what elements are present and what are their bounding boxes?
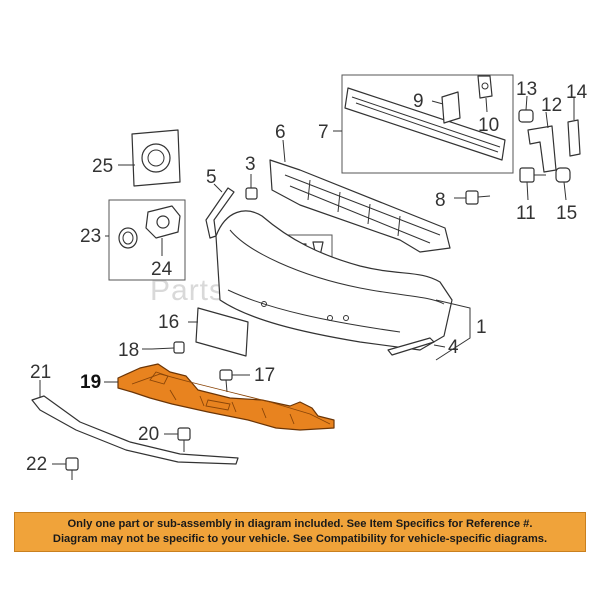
screw-18-head xyxy=(173,341,185,354)
bracket-12-shape xyxy=(527,125,557,173)
sensor-kit-frame xyxy=(108,199,186,281)
lower-strip-shape xyxy=(31,395,239,465)
leader-1 xyxy=(435,299,471,361)
reinforcement-assembly xyxy=(333,74,514,174)
callout-8: 8 xyxy=(435,190,446,211)
sensor-bezel-25 xyxy=(118,129,181,187)
callout-9: 9 xyxy=(413,91,424,112)
sensor-24-face xyxy=(156,215,170,229)
hardware-cluster xyxy=(518,95,581,201)
leader-6 xyxy=(282,139,286,163)
callout-20: 20 xyxy=(138,424,159,445)
molding-4 xyxy=(387,337,446,356)
callout-22: 22 xyxy=(26,454,47,475)
callout-18: 18 xyxy=(118,340,139,361)
bolt-8-head xyxy=(465,190,479,205)
screw-18 xyxy=(142,341,185,354)
callout-13: 13 xyxy=(516,79,537,100)
callout-17: 17 xyxy=(254,365,275,386)
clip-3-group xyxy=(245,174,258,200)
bracket-10-hole xyxy=(481,82,489,90)
bracket-10-shape xyxy=(477,75,493,99)
plate-bracket-shape xyxy=(195,307,249,357)
disclaimer-line-2: Diagram may not be specific to your vehi… xyxy=(52,533,548,545)
callout-1: 1 xyxy=(476,317,487,338)
callout-11: 11 xyxy=(516,203,536,224)
bolt-8-shank xyxy=(477,195,491,198)
leader-11 xyxy=(526,181,529,201)
impact-bar-ribs xyxy=(351,96,501,153)
callout-3: 3 xyxy=(245,154,256,175)
callout-7: 7 xyxy=(318,122,329,143)
sensor-kit-23 xyxy=(105,199,186,281)
bumper-cover-lower-line xyxy=(227,289,401,333)
callout-10: 10 xyxy=(478,115,499,136)
nut-15-shape xyxy=(555,167,571,183)
plate-bracket-16 xyxy=(188,307,249,357)
bumper-cover-shape xyxy=(215,210,453,351)
callout-16: 16 xyxy=(158,312,179,333)
callout-25: 25 xyxy=(92,156,113,177)
bracket-9-shape xyxy=(441,91,461,124)
strap-14-shape xyxy=(567,119,581,157)
sensor-hole-c xyxy=(343,315,349,321)
callout-14: 14 xyxy=(566,82,588,103)
sensor-ring-inner xyxy=(122,231,134,245)
leader-10 xyxy=(485,97,488,113)
bolt-11-head xyxy=(519,167,535,183)
deflector-19-pockets xyxy=(149,371,231,411)
leader-9 xyxy=(431,100,444,105)
leader-5 xyxy=(213,183,223,193)
deflector-19-edge xyxy=(131,373,331,425)
callout-6: 6 xyxy=(275,122,286,143)
pushpin-20-head xyxy=(177,427,191,441)
disclaimer-banner: Only one part or sub-assembly in diagram… xyxy=(14,512,586,552)
bezel-25-inner xyxy=(147,149,165,167)
leader-12 xyxy=(545,111,549,129)
screw-17 xyxy=(219,369,250,393)
leader-15 xyxy=(563,181,567,201)
leader-4 xyxy=(433,344,446,348)
sensor-hole-a xyxy=(261,301,267,307)
sensor-ring xyxy=(118,227,138,249)
screw-18-shank xyxy=(151,347,175,350)
impact-bar xyxy=(344,87,506,161)
screw-17-shank xyxy=(225,379,228,393)
pushpin-22-head xyxy=(65,457,79,471)
absorber-ribs xyxy=(284,174,441,244)
pushpin-22 xyxy=(52,457,79,480)
clip-3-shape xyxy=(245,187,258,200)
nut-13-shape xyxy=(518,109,534,123)
bumper-cover-1 xyxy=(215,210,471,361)
absorber-shape xyxy=(269,159,451,253)
bezel-25-ring xyxy=(141,143,171,173)
air-deflector-19 xyxy=(104,363,335,431)
screw-17-head xyxy=(219,369,233,381)
deflector-19-ribs xyxy=(169,389,295,425)
callout-15: 15 xyxy=(556,203,577,224)
callout-21: 21 xyxy=(30,362,51,383)
callout-12: 12 xyxy=(541,95,562,116)
lower-strip-21 xyxy=(31,380,239,465)
leader-13 xyxy=(525,95,528,111)
molding-4-shape xyxy=(387,337,435,356)
sensor-hole-b xyxy=(327,315,333,321)
callout-5: 5 xyxy=(206,167,217,188)
bolt-8 xyxy=(454,190,491,205)
callout-4: 4 xyxy=(448,337,459,358)
callout-24: 24 xyxy=(151,259,173,280)
energy-absorber xyxy=(269,139,451,253)
bumper-cover-crease xyxy=(229,229,445,305)
disclaimer-line-1: Only one part or sub-assembly in diagram… xyxy=(67,518,533,530)
deflector-19-shape xyxy=(117,363,335,431)
callout-19: 19 xyxy=(80,372,101,393)
pushpin-20 xyxy=(164,427,191,452)
reinforcement-frame-box xyxy=(341,74,514,174)
callout-23: 23 xyxy=(80,226,101,247)
